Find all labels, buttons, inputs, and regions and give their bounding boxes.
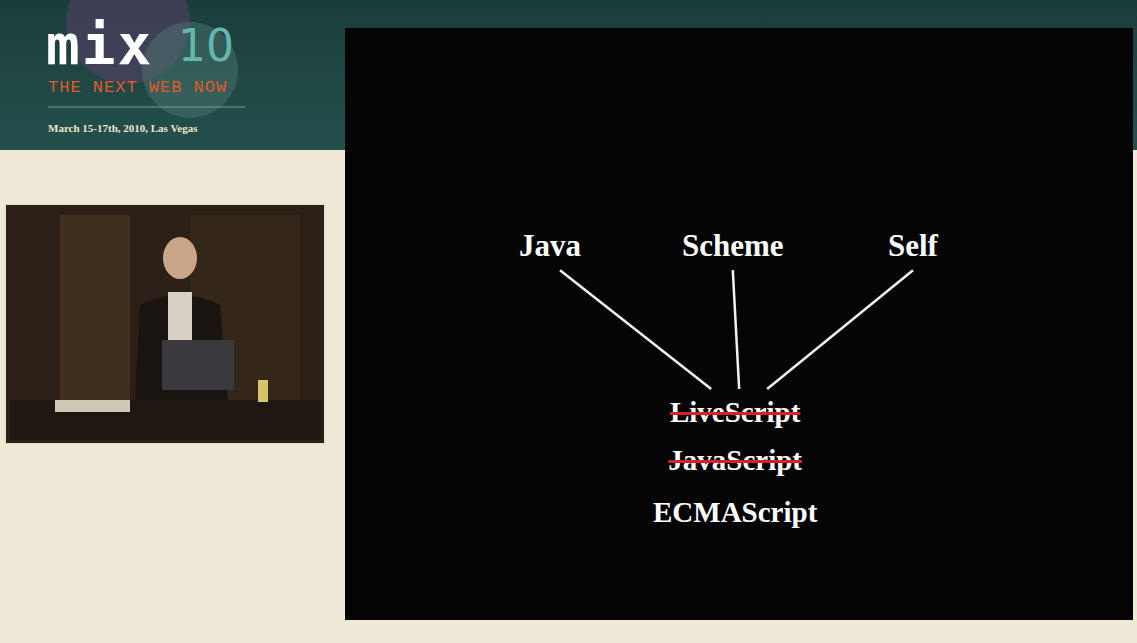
rule-line	[48, 107, 245, 108]
language-name-text: Self	[888, 227, 938, 264]
slide	[345, 28, 1133, 620]
laptop	[162, 340, 234, 390]
language-name-text: Java	[519, 227, 581, 264]
language-name-text: ECMAScript	[653, 495, 817, 530]
language-name-text: Scheme	[682, 227, 784, 264]
bottle	[258, 380, 268, 402]
language-name: Scheme	[676, 225, 790, 266]
tagline: THE NEXT WEB NOW	[48, 79, 227, 98]
language-name-text: JavaScript	[653, 443, 817, 478]
logo-text: mix	[46, 14, 153, 76]
curtain	[60, 215, 130, 415]
connector-line	[733, 270, 739, 389]
language-name: Self	[882, 225, 944, 266]
speaker-video	[6, 205, 324, 443]
logo-number: 10	[178, 22, 234, 70]
language-name-stack: LiveScriptJavaScriptECMAScript	[647, 393, 823, 548]
video-frame	[4, 203, 326, 445]
event-date: March 15-17th, 2010, Las Vegas	[48, 122, 198, 134]
speaker-head	[163, 237, 197, 279]
language-name: Java	[513, 225, 587, 266]
logo-circle	[142, 22, 238, 118]
connector-line	[767, 270, 913, 389]
desk	[10, 400, 322, 440]
language-name-text: LiveScript	[653, 395, 817, 430]
desk-device	[55, 400, 130, 412]
connector-line	[560, 270, 711, 389]
